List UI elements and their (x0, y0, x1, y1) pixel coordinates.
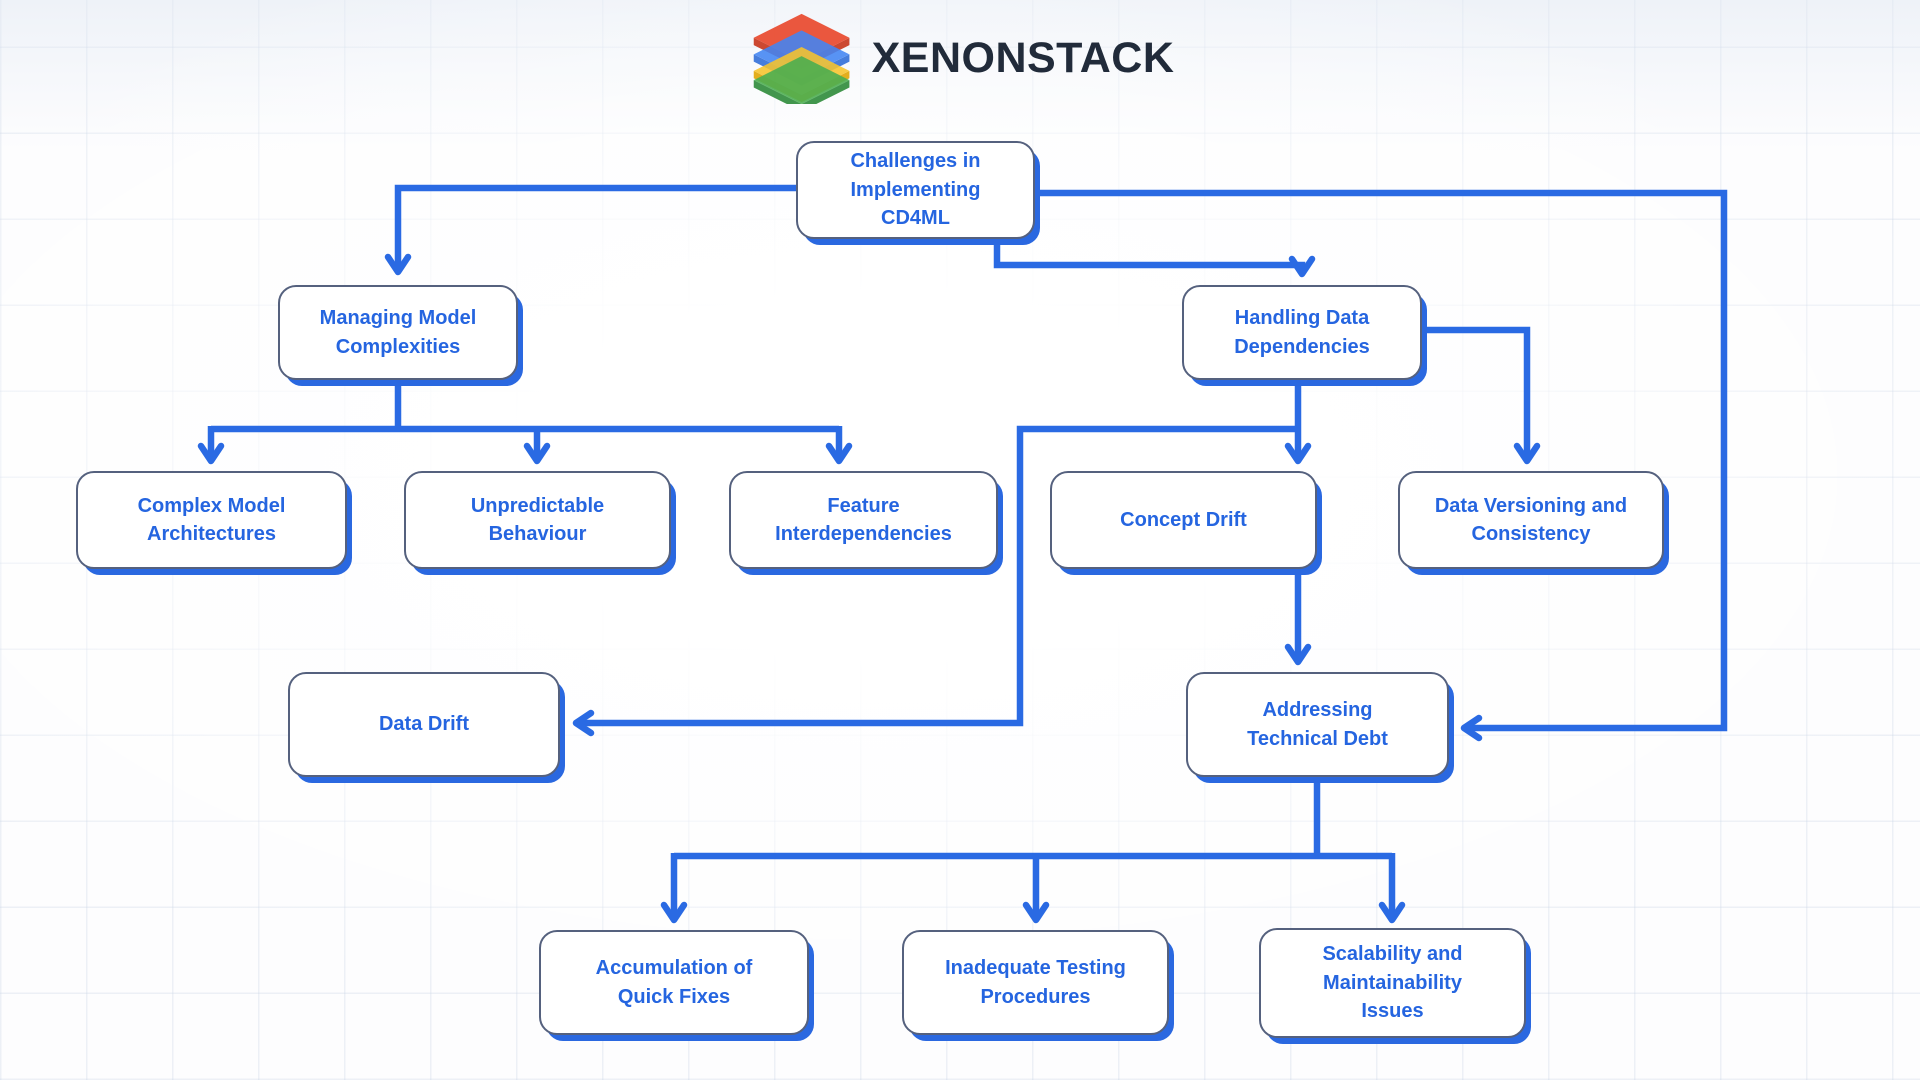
node-handling-data-dependencies: Handling Data Dependencies (1182, 285, 1422, 380)
node-unpredictable-behaviour: Unpredictable Behaviour (404, 471, 671, 569)
node-data-versioning-and-consistency: Data Versioning and Consistency (1398, 471, 1664, 569)
xenonstack-logo-icon (753, 13, 850, 104)
brand-header: XENONSTACK (746, 12, 1175, 104)
node-managing-model-complexities: Managing Model Complexities (278, 285, 518, 380)
node-scalability-and-maintainability-issues: Scalability and Maintainability Issues (1259, 928, 1526, 1038)
node-addressing-technical-debt: Addressing Technical Debt (1186, 672, 1449, 777)
node-challenges-in-implementing-cd4ml: Challenges in Implementing CD4ML (796, 141, 1035, 239)
node-feature-interdependencies: Feature Interdependencies (729, 471, 998, 569)
node-accumulation-of-quick-fixes: Accumulation of Quick Fixes (539, 930, 809, 1035)
brand-name: XENONSTACK (871, 33, 1175, 82)
node-complex-model-architectures: Complex Model Architectures (76, 471, 347, 569)
node-concept-drift: Concept Drift (1050, 471, 1317, 569)
node-inadequate-testing-procedures: Inadequate Testing Procedures (902, 930, 1169, 1035)
node-data-drift: Data Drift (288, 672, 560, 777)
